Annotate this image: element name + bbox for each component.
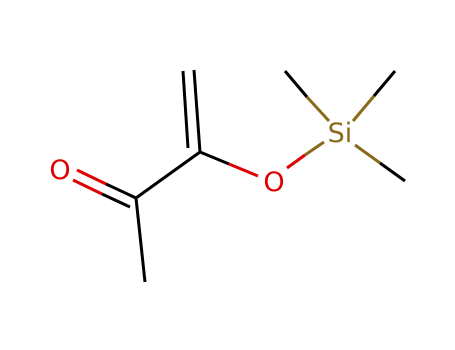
bond-vinyl-to-oxygen-red — [228, 162, 259, 178]
bond-si-methyl-lower-right-black — [379, 161, 406, 183]
carbonyl-bond-line-1-red — [76, 168, 107, 186]
carbonyl-bond-line-2-red — [72, 178, 103, 196]
carbonyl-oxygen-label: O — [49, 155, 70, 186]
bond-vinyl-to-carbonyl — [135, 150, 201, 200]
bond-oxygen-to-silicon-red — [286, 153, 306, 170]
silicon-label: Si — [328, 118, 353, 149]
atom-labels: O O Si — [49, 118, 352, 198]
bond-oxygen-to-silicon-gold — [304, 140, 325, 157]
bond-si-methyl-lower-right-gold — [354, 143, 381, 165]
bond-vinyl-to-oxygen-black — [199, 150, 230, 166]
bond-si-methyl-upper-left-black — [283, 70, 309, 98]
carbonyl-bond-line-2-black — [101, 192, 131, 209]
bond-carbonyl-to-methyl — [134, 197, 147, 283]
bond-si-methyl-upper-right-black — [372, 70, 397, 97]
ether-oxygen-label: O — [263, 167, 284, 198]
bonds — [72, 69, 406, 283]
double-bond-ch2-line-1 — [181, 70, 190, 149]
bond-si-methyl-upper-right-gold — [351, 95, 376, 122]
bond-si-methyl-upper-left-gold — [305, 95, 331, 123]
carbonyl-bond-line-1-black — [105, 182, 137, 200]
double-bond-ch2-line-2 — [192, 69, 202, 153]
